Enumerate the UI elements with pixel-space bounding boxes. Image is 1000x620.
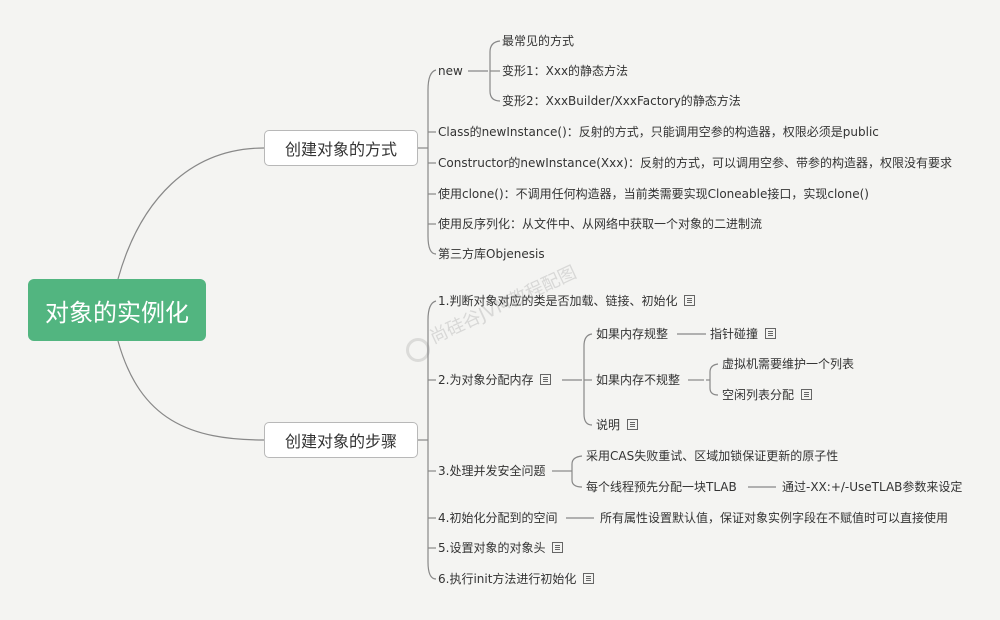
note-icon[interactable] [552,542,564,553]
node-objenesis[interactable]: 第三方库Objenesis [438,247,545,261]
node-explain[interactable]: 说明 [596,417,639,433]
free-list-label: 空闲列表分配 [722,388,795,402]
node-step4[interactable]: 4.初始化分配到的空间 [438,511,558,525]
pointer-bump-label: 指针碰撞 [710,327,759,341]
node-memory-irregular[interactable]: 如果内存不规整 [596,373,681,387]
node-pointer-bump[interactable]: 指针碰撞 [710,326,777,342]
step5-label: 5.设置对象的对象头 [438,541,546,555]
node-tlab[interactable]: 每个线程预先分配一块TLAB [586,480,737,494]
node-step5[interactable]: 5.设置对象的对象头 [438,540,564,556]
step2-label: 2.为对象分配内存 [438,373,534,387]
node-new[interactable]: new [438,64,463,78]
node-new-variant2[interactable]: 变形2：XxxBuilder/XxxFactory的静态方法 [502,94,741,108]
node-clone[interactable]: 使用clone()：不调用任何构造器，当前类需要实现Cloneable接口，实现… [438,187,869,201]
branch-ways[interactable]: 创建对象的方式 [264,130,418,166]
note-icon[interactable] [765,328,777,339]
node-free-list[interactable]: 空闲列表分配 [722,387,813,403]
node-memory-regular[interactable]: 如果内存规整 [596,327,669,341]
node-new-common[interactable]: 最常见的方式 [502,34,575,48]
note-icon[interactable] [540,374,552,385]
note-icon[interactable] [583,573,595,584]
note-icon[interactable] [684,295,696,306]
step6-label: 6.执行init方法进行初始化 [438,572,577,586]
explain-label: 说明 [596,418,621,432]
branch-steps[interactable]: 创建对象的步骤 [264,422,418,458]
node-step3[interactable]: 3.处理并发安全问题 [438,464,546,478]
node-constructor-newinstance[interactable]: Constructor的newInstance(Xxx)：反射的方式，可以调用空… [438,156,953,170]
node-class-newinstance[interactable]: Class的newInstance()：反射的方式，只能调用空参的构造器，权限必… [438,125,879,139]
node-new-variant1[interactable]: 变形1：Xxx的静态方法 [502,64,629,78]
node-step2[interactable]: 2.为对象分配内存 [438,372,552,388]
node-step1[interactable]: 1.判断对象对应的类是否加载、链接、初始化 [438,293,696,309]
node-deserialize[interactable]: 使用反序列化：从文件中、从网络中获取一个对象的二进制流 [438,217,763,231]
note-icon[interactable] [627,419,639,430]
watermark-logo-icon [406,338,430,362]
node-maintain-list[interactable]: 虚拟机需要维护一个列表 [722,357,855,371]
node-step6[interactable]: 6.执行init方法进行初始化 [438,571,595,587]
note-icon[interactable] [801,389,813,400]
root-node[interactable]: 对象的实例化 [28,279,206,341]
node-tlab-option[interactable]: 通过-XX:+/-UseTLAB参数来设定 [782,480,963,494]
node-cas[interactable]: 采用CAS失败重试、区域加锁保证更新的原子性 [586,449,839,463]
step1-label: 1.判断对象对应的类是否加载、链接、初始化 [438,294,678,308]
node-default-values[interactable]: 所有属性设置默认值，保证对象实例字段在不赋值时可以直接使用 [600,511,949,525]
